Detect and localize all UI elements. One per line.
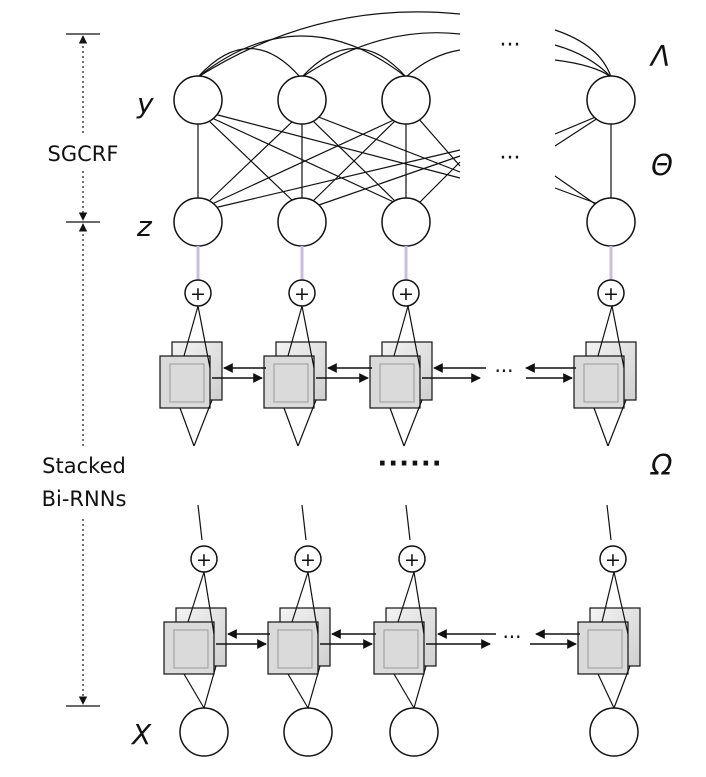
upper-rnn-layer: ··· — [159, 305, 637, 447]
param-label-theta: Θ — [651, 149, 673, 182]
lambda-arcs — [197, 11, 612, 78]
row-label-y: y — [136, 87, 154, 120]
rnn-cell — [577, 571, 641, 709]
lower-plus-nodes — [190, 545, 627, 573]
plus-sign: + — [398, 283, 414, 305]
plus-sign: + — [603, 283, 619, 305]
z-nodes — [173, 197, 636, 247]
lower-rnn-arrows — [216, 629, 580, 649]
upper-rnn-arrows — [212, 363, 576, 383]
x-node — [179, 707, 229, 757]
sgcrf-label: SGCRF — [48, 142, 119, 166]
plus-sign: + — [190, 283, 206, 305]
plus-sign: + — [196, 549, 212, 571]
stacked-label-bg — [36, 448, 136, 516]
rnn-cell — [369, 305, 433, 447]
y-node — [277, 75, 327, 125]
row-label-z: z — [136, 210, 153, 243]
rnn-cell — [267, 571, 331, 709]
z-node — [586, 197, 636, 247]
lambda-ellipsis: ··· — [500, 33, 521, 58]
x-node — [589, 707, 639, 757]
rnn-cell — [573, 305, 637, 447]
plus-sign: + — [300, 549, 316, 571]
rnn-cell — [263, 305, 327, 447]
z-node — [277, 197, 327, 247]
y-node — [586, 75, 636, 125]
row-label-x: X — [130, 718, 152, 751]
sgcrf-label-bg — [36, 135, 130, 169]
rnn-cell — [163, 571, 227, 709]
rnn-cell — [159, 305, 223, 447]
rnn-cell — [373, 571, 437, 709]
z-node — [173, 197, 223, 247]
param-label-lambda: Λ — [649, 40, 670, 73]
theta-edges — [197, 113, 612, 209]
z-plus-connectors — [196, 246, 613, 280]
stacked-label-line1: Stacked — [42, 454, 126, 478]
scale-bar — [66, 33, 100, 707]
plus-sign: + — [605, 549, 621, 571]
z-node — [381, 197, 431, 247]
lower-plus-stubs — [197, 504, 612, 541]
theta-ellipsis: ··· — [500, 146, 521, 171]
stacked-label-line2: Bi-RNNs — [42, 487, 127, 511]
lower-rnn-ellipsis: ··· — [502, 625, 521, 649]
upper-rnn-ellipsis: ··· — [494, 359, 513, 383]
y-node — [173, 75, 223, 125]
y-node — [381, 75, 431, 125]
middle-ellipsis: ······ — [377, 449, 442, 479]
param-label-omega: Ω — [650, 449, 673, 482]
plus-sign: + — [294, 283, 310, 305]
upper-plus-nodes — [184, 279, 625, 307]
x-nodes — [179, 707, 639, 757]
x-node — [389, 707, 439, 757]
x-node — [283, 707, 333, 757]
plus-sign: + — [404, 549, 420, 571]
y-nodes — [173, 75, 636, 125]
lower-rnn-layer: ··· — [163, 571, 641, 709]
